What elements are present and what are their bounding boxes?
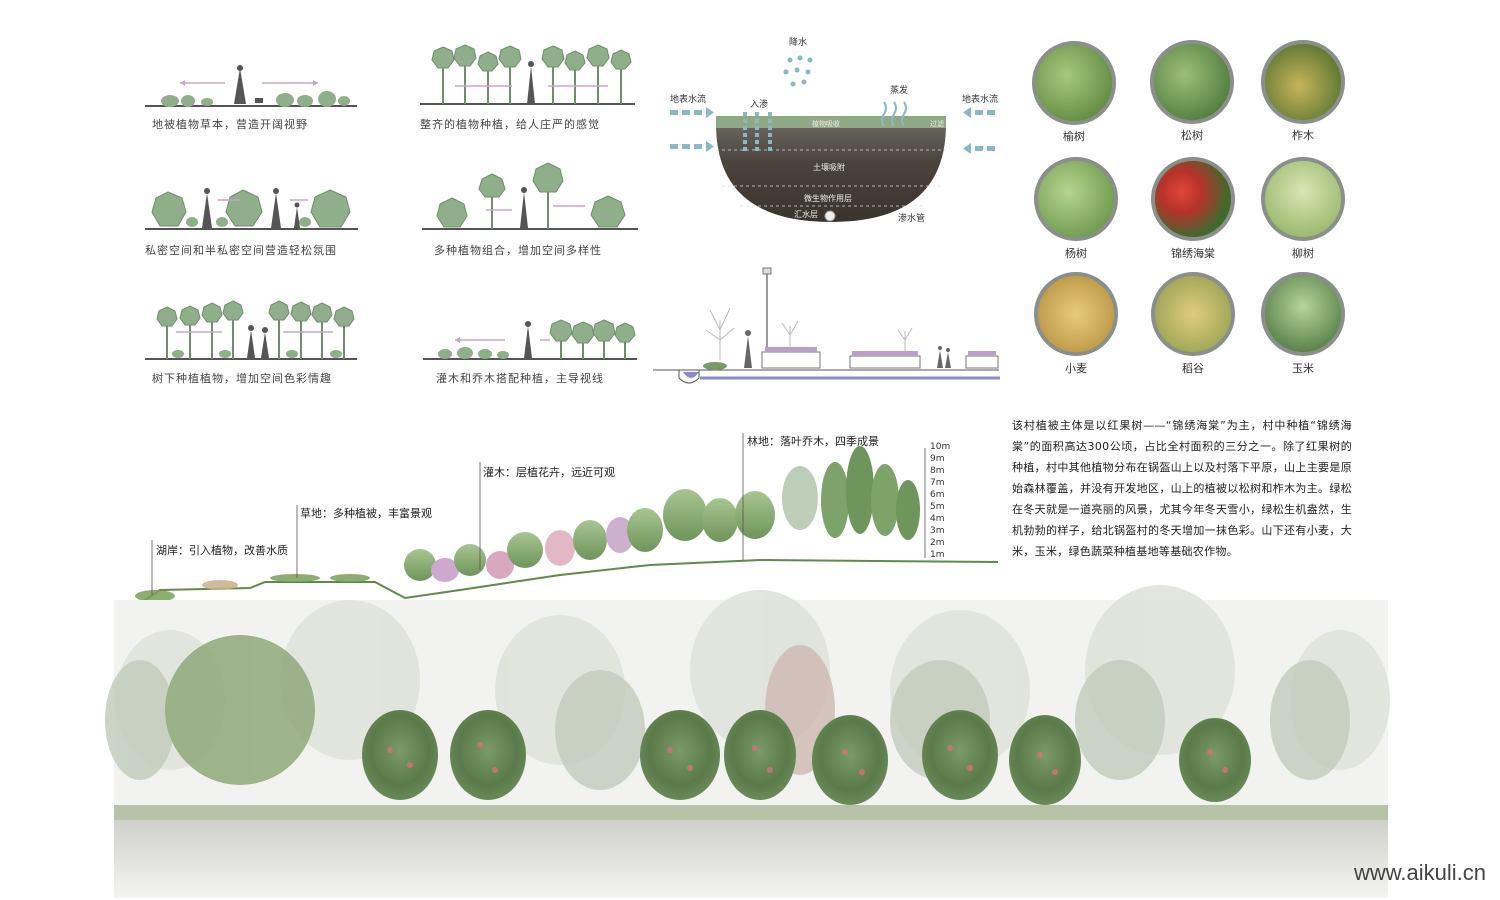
plant-photo-rice xyxy=(1151,272,1235,356)
diagram-caption: 多种植物组合，增加空间多样性 xyxy=(434,244,602,257)
plant-photo-crabapple xyxy=(1151,157,1235,241)
diagram-formal-planting xyxy=(420,44,635,105)
diagram-caption: 灌木和乔木搭配种植，主导视线 xyxy=(436,372,604,385)
plant-photo-elm xyxy=(1032,41,1116,125)
diagram-caption: 私密空间和半私密空间营造轻松氛围 xyxy=(145,244,337,257)
plant-photo-wheat xyxy=(1034,272,1118,356)
plant-label: 玉米 xyxy=(1292,362,1314,375)
rain-label: 降水 xyxy=(789,38,808,48)
diagram-caption: 树下种植植物，增加空间色彩情趣 xyxy=(152,372,332,385)
section-label-grassland: 草地：多种植被，丰富景观 xyxy=(300,507,432,520)
pipe-label: 渗水管 xyxy=(898,214,926,224)
water-cycle-diagram xyxy=(670,55,995,222)
plant-label: 稻谷 xyxy=(1182,362,1204,375)
plant-label: 柞木 xyxy=(1292,129,1314,142)
diagram-ground-cover xyxy=(145,65,357,107)
plant-photo-pine xyxy=(1150,40,1234,124)
plant-label: 锦绣海棠 xyxy=(1171,247,1215,260)
section-label-lakeside: 湖岸：引入植物，改善水质 xyxy=(156,544,288,557)
plant-photo-poplar xyxy=(1034,157,1118,241)
terrain-section xyxy=(129,433,999,611)
plant-label: 杨树 xyxy=(1065,247,1087,260)
section-label-woodland: 林地：落叶乔木，四季成景 xyxy=(747,435,879,448)
diagram-private-space xyxy=(145,188,358,230)
plant-photo-corn xyxy=(1261,272,1345,356)
runoff-right-label: 地表水流 xyxy=(962,95,999,105)
diagram-caption: 整齐的植物种植，给人庄严的感觉 xyxy=(420,118,600,131)
watermark-text: www.aikuli.cn xyxy=(1353,860,1486,885)
filter-label: 过滤 xyxy=(930,120,944,128)
vegetation-description: 该村植被主体是以红果树——“锦绣海棠”为主，村中种植“锦绣海棠”的面积高达300… xyxy=(1012,419,1352,558)
diagram-understory xyxy=(145,300,357,360)
runoff-left-label: 地表水流 xyxy=(670,95,707,105)
tree-panorama xyxy=(105,585,1390,898)
diagram-shrub-tree xyxy=(423,319,637,360)
plant-label: 柳树 xyxy=(1292,247,1314,260)
plant-photo-oak xyxy=(1261,40,1345,124)
plant-photo-willow xyxy=(1261,157,1345,241)
plant-label: 松树 xyxy=(1181,129,1203,142)
plant-label: 小麦 xyxy=(1065,362,1087,375)
evaporation-label: 蒸发 xyxy=(890,86,909,96)
infiltration-label: 入渗 xyxy=(750,100,769,110)
street-section-drawing xyxy=(653,267,1000,384)
diagram-mixed-planting xyxy=(422,162,638,230)
section-label-shrub: 灌木：层植花卉，远近可观 xyxy=(483,466,615,479)
diagram-caption: 地被植物草本，营造开阔视野 xyxy=(152,118,308,131)
catch-label: 汇水层 xyxy=(794,210,818,219)
plant-absorb-label: 植物吸收 xyxy=(812,120,840,128)
plant-label: 榆树 xyxy=(1063,130,1085,143)
microbe-label: 微生物作用层 xyxy=(804,194,852,203)
soil-label: 土壤吸附 xyxy=(813,163,845,172)
